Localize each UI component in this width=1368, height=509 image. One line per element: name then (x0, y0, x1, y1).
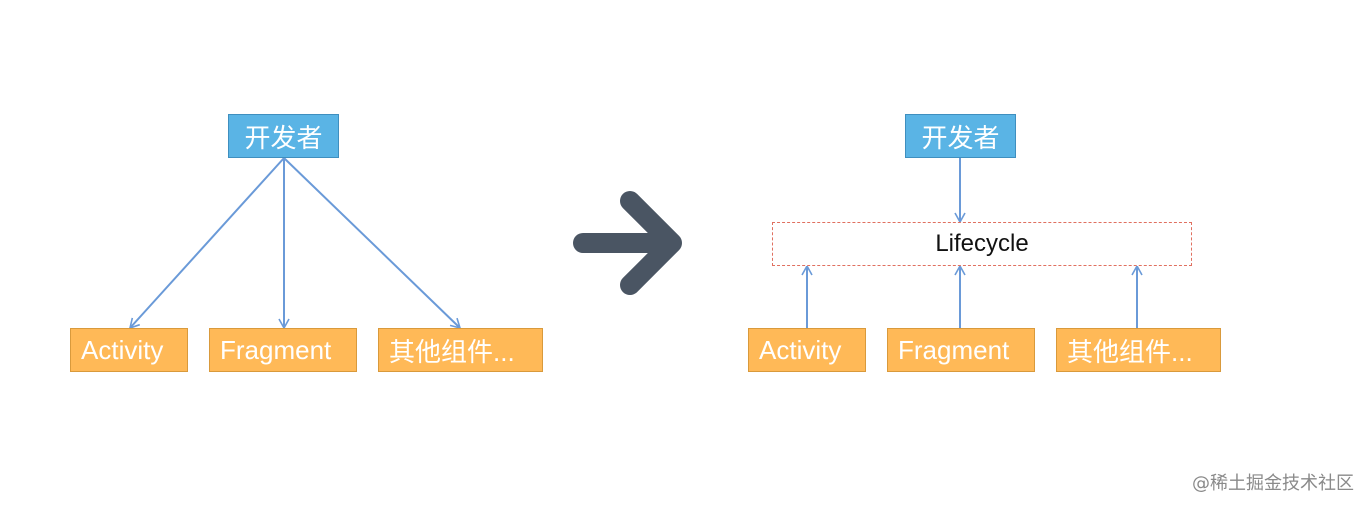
right-developer-node: 开发者 (905, 114, 1016, 158)
left-edge-to-other (283, 157, 462, 330)
right-fragment-node: Fragment (887, 328, 1035, 372)
left-fragment-label: Fragment (220, 334, 332, 365)
right-other-components-label: 其他组件... (1067, 336, 1193, 367)
left-activity-label: Activity (81, 334, 164, 365)
right-activity-label: Activity (759, 334, 842, 365)
lifecycle-label: Lifecycle (935, 230, 1029, 257)
lifecycle-node: Lifecycle (772, 222, 1192, 266)
right-fragment-label: Fragment (898, 334, 1010, 365)
left-developer-label: 开发者 (244, 122, 323, 153)
right-activity-node: Activity (748, 328, 866, 372)
left-fragment-node: Fragment (209, 328, 357, 372)
watermark: @稀土掘金技术社区 (1192, 473, 1354, 494)
transition-arrow-icon (573, 191, 682, 295)
left-other-components-label: 其他组件... (389, 336, 515, 367)
left-activity-node: Activity (70, 328, 188, 372)
right-other-components-node: 其他组件... (1056, 328, 1221, 372)
left-edge-to-activity (128, 157, 285, 330)
left-developer-node: 开发者 (228, 114, 339, 158)
right-developer-label: 开发者 (921, 122, 1000, 153)
left-other-components-node: 其他组件... (378, 328, 543, 372)
